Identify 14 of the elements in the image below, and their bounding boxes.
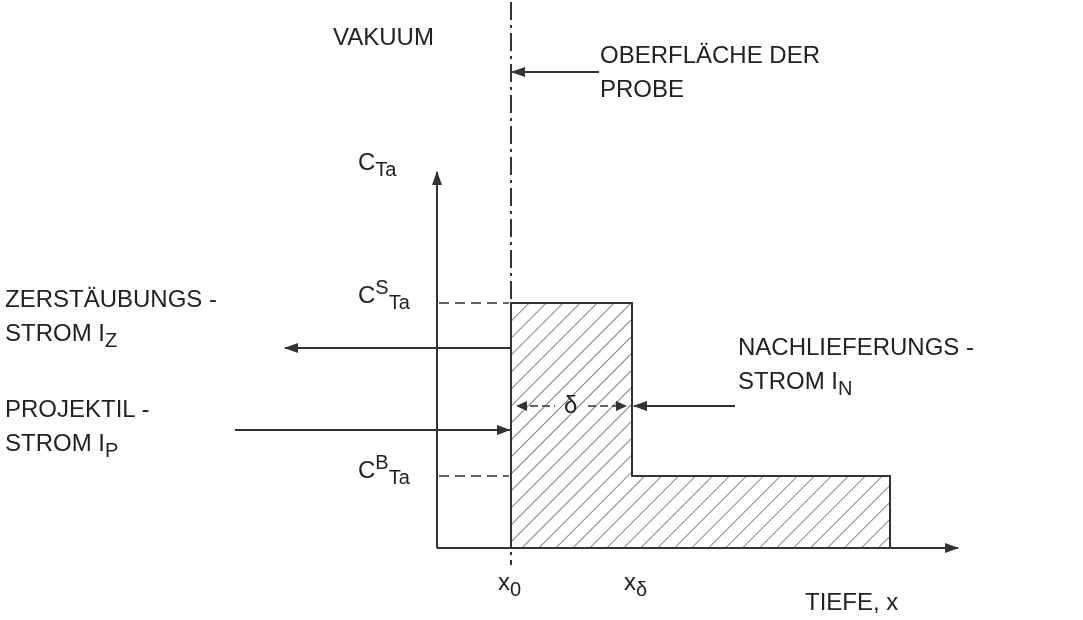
region-label: VAKUUM (333, 22, 434, 52)
leader-arrow (511, 67, 600, 77)
edge-label: NACHLIEFERUNGS - STROM I$_{N}$ (738, 332, 976, 401)
surface-label: OBERFLÄCHE DER PROBE (600, 38, 840, 106)
arrow (284, 343, 511, 353)
tick-label: x$_{0}$ (498, 567, 522, 602)
edge-label: PROJEKTIL - STROM I$_{P}$ (5, 394, 151, 463)
dimension-label: δ (564, 390, 578, 420)
arrow (234, 425, 511, 435)
arrow (633, 401, 736, 411)
axis-label: TIEFE, x (805, 587, 899, 617)
tick-label: x$_{δ}$ (624, 567, 648, 602)
axis-label: C$_{Ta}$ (358, 147, 397, 182)
edge-label: ZERSTÄUBUNGS - STROM I$_{Z}$ (5, 284, 218, 353)
